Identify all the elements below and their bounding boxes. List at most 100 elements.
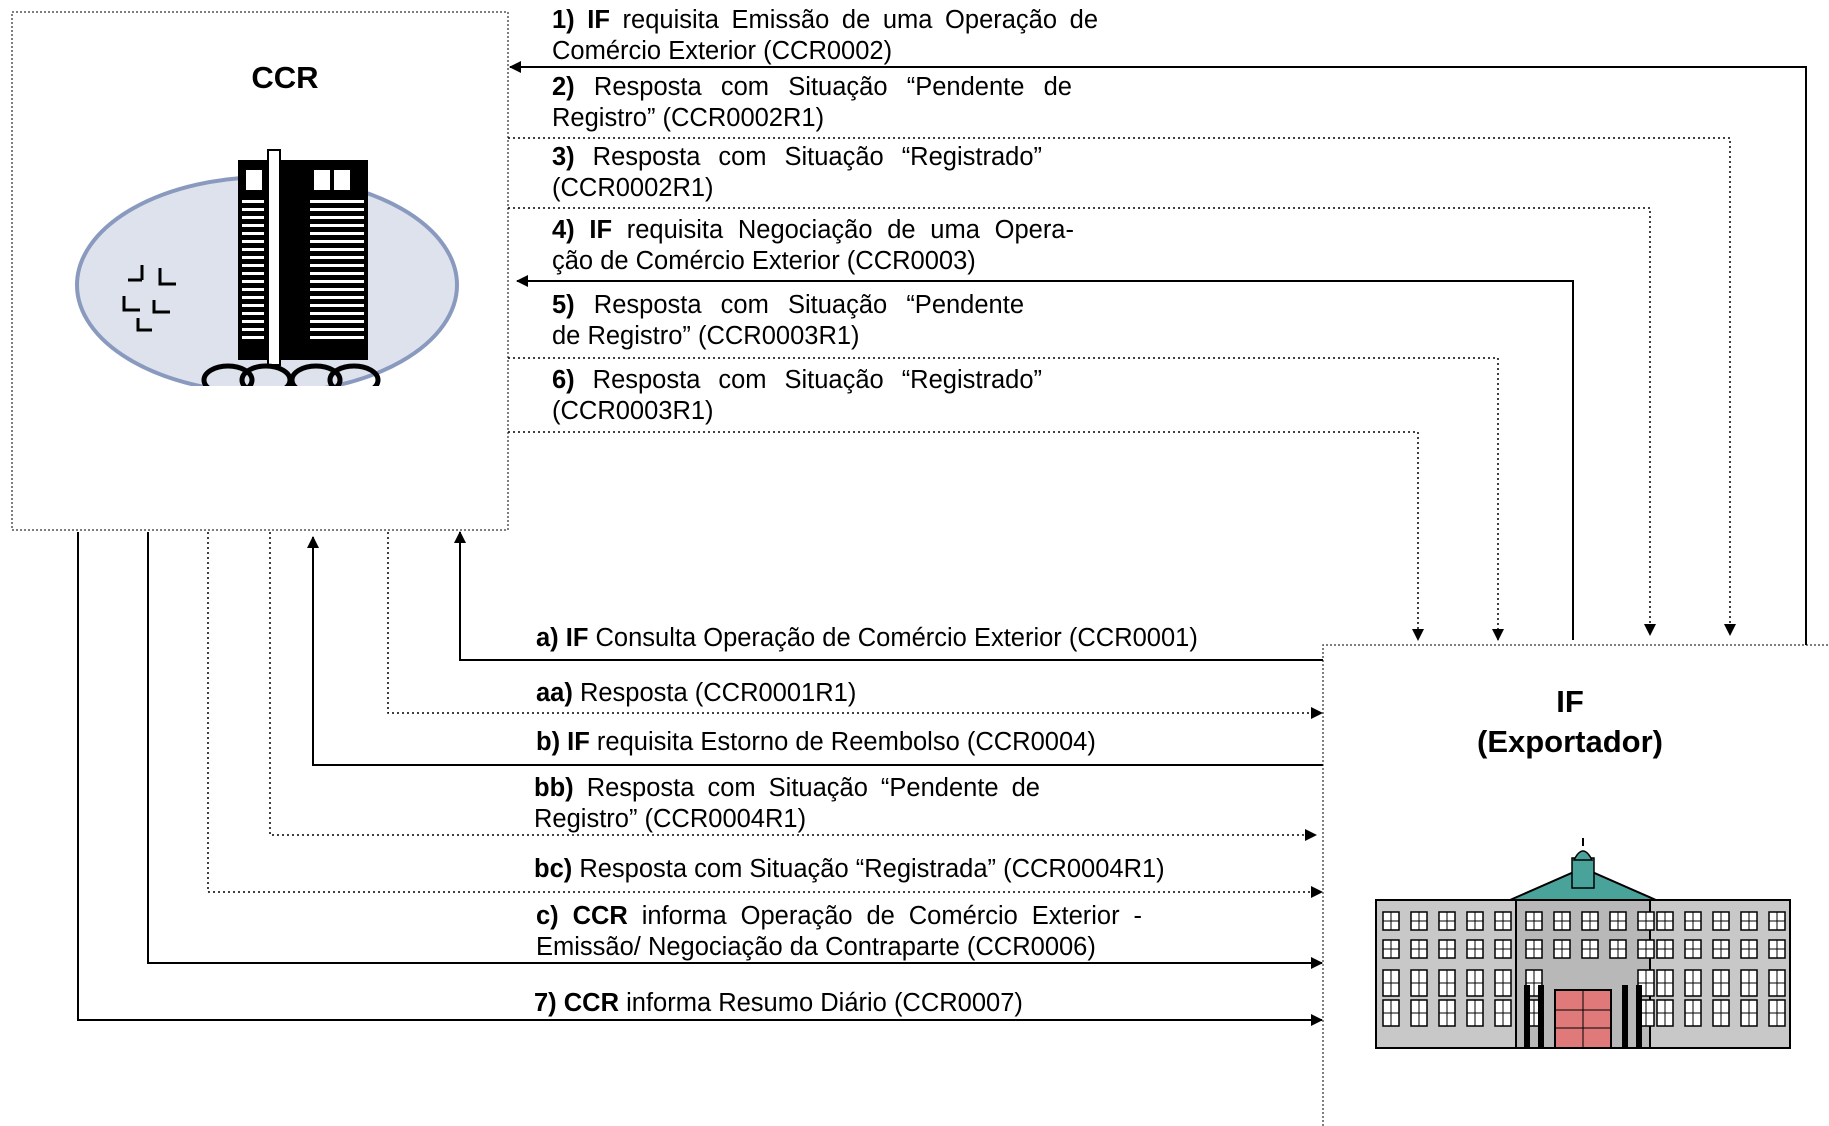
window-frame (1383, 1000, 1399, 1026)
label-line: 2) Resposta com Situação “Pendente de (552, 72, 1072, 103)
arrow-1 (509, 61, 1807, 645)
window-frame (1383, 912, 1399, 930)
window-frame (1685, 1000, 1701, 1026)
label-bold: 1) IF (552, 6, 610, 34)
label-bold: 7) CCR (534, 989, 620, 1017)
label-7: 7) CCR informa Resumo Diário (CCR0007) (534, 988, 1023, 1019)
label-line: bb) Resposta com Situação “Pendente de (534, 773, 1040, 804)
label-bold: 6) (552, 366, 575, 394)
label-line: 3) Resposta com Situação “Registrado” (552, 142, 1042, 173)
label-text: Resposta com Situação “Registrado” (574, 143, 1042, 171)
window-frame (1769, 912, 1785, 930)
arrow-c (147, 532, 1323, 969)
label-line: Registro” (CCR0002R1) (552, 103, 1072, 134)
label-text: Resposta com Situação “Pendente de (574, 73, 1072, 101)
label-text: (CCR0003R1) (552, 397, 714, 425)
ccr-title: CCR (251, 60, 319, 95)
window-frame (1657, 940, 1673, 958)
label-aa: aa) Resposta (CCR0001R1) (536, 678, 856, 709)
label-bold: 3) (552, 143, 575, 171)
window-frame (1685, 940, 1701, 958)
window-frame (1582, 940, 1598, 958)
arrow-2 (508, 207, 1656, 636)
window-frame (1713, 912, 1729, 930)
label-text: informa Operação de Comércio Exterior - (627, 902, 1142, 930)
label-bold: c) CCR (536, 902, 628, 930)
arrow-bb (269, 532, 1317, 841)
label-text: Registro” (CCR0002R1) (552, 104, 825, 132)
window-frame (1495, 1000, 1511, 1026)
window-frame (1741, 970, 1757, 996)
window-frame (1741, 940, 1757, 958)
label-text: Resposta (CCR0001R1) (572, 679, 857, 707)
arrow-b (307, 536, 1323, 766)
arrow-6 (508, 431, 1424, 641)
label-5: 5) Resposta com Situação “Pendente de Re… (552, 290, 1024, 352)
window-frame (1713, 970, 1729, 996)
window-frame (1411, 940, 1427, 958)
window-frame (1495, 940, 1511, 958)
window-frame (1657, 912, 1673, 930)
arrow-4 (516, 275, 1574, 640)
label-bold: bb) (534, 774, 574, 802)
label-line: de Registro” (CCR0003R1) (552, 321, 1024, 352)
label-bold: aa) (536, 679, 573, 707)
label-line: 4) IF requisita Negociação de uma Opera- (552, 215, 1074, 246)
window-frame (1526, 940, 1542, 958)
label-text: de Registro” (CCR0003R1) (552, 322, 860, 350)
label-4: 4) IF requisita Negociação de uma Opera-… (552, 215, 1074, 277)
label-text: requisita Estorno de Reembolso (CCR0004) (589, 728, 1096, 756)
window-frame (1554, 912, 1570, 930)
label-text: requisita Emissão de uma Operação de (609, 6, 1098, 34)
if-box (1322, 644, 1829, 1126)
window-frame (1439, 970, 1455, 996)
label-line: Comércio Exterior (CCR0002) (552, 36, 1098, 67)
label-text: Consulta Operação de Comércio Exterior (… (588, 624, 1198, 652)
label-text: Comércio Exterior (CCR0002) (552, 37, 893, 65)
label-line: (CCR0003R1) (552, 396, 1042, 427)
window-frame (1467, 1000, 1483, 1026)
label-bold: 2) (552, 73, 575, 101)
label-c: c) CCR informa Operação de Comércio Exte… (536, 901, 1142, 963)
window-frame (1467, 940, 1483, 958)
label-b: b) IF requisita Estorno de Reembolso (CC… (536, 727, 1096, 758)
label-line: Registro” (CCR0004R1) (534, 804, 1040, 835)
arrow-7 (77, 532, 1323, 1026)
label-line: 5) Resposta com Situação “Pendente (552, 290, 1024, 321)
window-frame (1495, 912, 1511, 930)
window-frame (1610, 940, 1626, 958)
window-frame (1769, 940, 1785, 958)
window-frame (1411, 970, 1427, 996)
window-frame (1467, 912, 1483, 930)
window-frame (1411, 912, 1427, 930)
label-text: informa Resumo Diário (CCR0007) (619, 989, 1023, 1017)
label-1: 1) IF requisita Emissão de uma Operação … (552, 5, 1098, 67)
label-bold: 4) IF (552, 216, 613, 244)
label-line: c) CCR informa Operação de Comércio Exte… (536, 901, 1142, 932)
window-frame (1526, 912, 1542, 930)
label-text: Emissão/ Negociação da Contraparte (CCR0… (536, 933, 1096, 961)
label-bold: a) IF (536, 624, 589, 652)
label-bb: bb) Resposta com Situação “Pendente de R… (534, 773, 1040, 835)
window-frame (1741, 1000, 1757, 1026)
label-line: Emissão/ Negociação da Contraparte (CCR0… (536, 932, 1142, 963)
label-text: (CCR0002R1) (552, 174, 714, 202)
label-text: Registro” (CCR0004R1) (534, 805, 807, 833)
label-text: Resposta com Situação “Pendente (574, 291, 1024, 319)
if-title-line1: IF (1556, 684, 1584, 719)
label-a: a) IF Consulta Operação de Comércio Exte… (536, 623, 1198, 654)
label-text: Resposta com Situação “Registrada” (CCR0… (572, 855, 1165, 883)
window-frame (1741, 912, 1757, 930)
label-bold: b) IF (536, 728, 590, 756)
label-2: 2) Resposta com Situação “Pendente de Re… (552, 72, 1072, 134)
window-frame (1769, 970, 1785, 996)
arrow-bc (207, 532, 1323, 898)
label-bold: bc) (534, 855, 573, 883)
window-frame (1411, 1000, 1427, 1026)
window-frame (1439, 940, 1455, 958)
window-frame (1582, 912, 1598, 930)
label-bc: bc) Resposta com Situação “Registrada” (… (534, 854, 1165, 885)
window-frame (1638, 912, 1654, 930)
window-frame (1657, 1000, 1673, 1026)
window-frame (1685, 912, 1701, 930)
